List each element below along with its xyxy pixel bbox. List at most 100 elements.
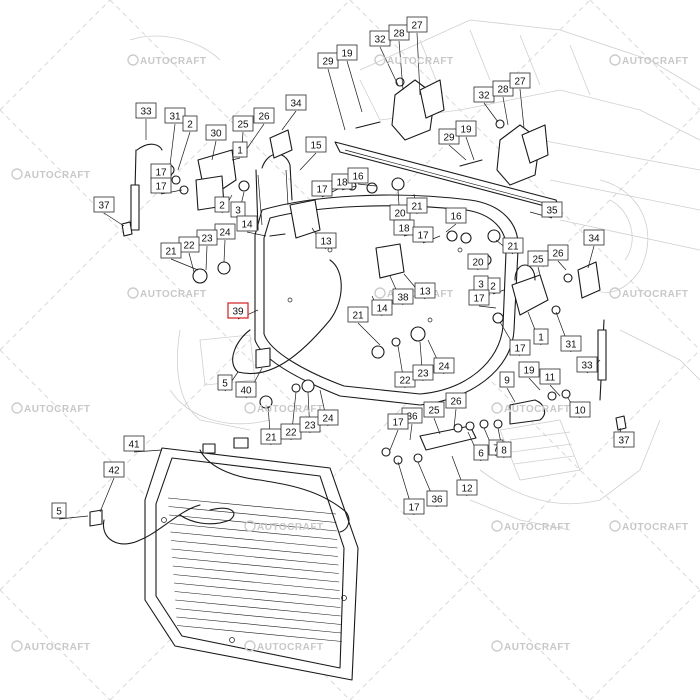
watermark-logo-icon — [244, 520, 256, 532]
leader-line-29 — [448, 144, 467, 161]
callout-19: 19 — [455, 120, 477, 137]
leader-line-17 — [478, 305, 497, 309]
latch-assembly — [289, 199, 549, 451]
leader-line-29 — [327, 68, 346, 131]
callout-label: 5 — [222, 379, 228, 390]
leader-line-37 — [103, 212, 125, 227]
panel-cover-34b — [577, 261, 601, 299]
callout-label: 24 — [322, 414, 334, 425]
watermark: AUTOCRAFT — [244, 402, 323, 415]
watermark: AUTOCRAFT — [11, 402, 90, 415]
callout-label: 23 — [304, 421, 316, 432]
watermark-logo-icon — [374, 287, 386, 299]
callout-label: 28 — [393, 29, 405, 40]
callout-box — [492, 80, 514, 97]
callout-8: 8 — [496, 441, 512, 458]
callout-box — [347, 306, 369, 323]
callout-box — [317, 409, 339, 426]
callout-box — [253, 107, 275, 124]
watermark-text: AUTOCRAFT — [622, 56, 689, 67]
callout-37: 37 — [93, 196, 115, 213]
callout-label: 21 — [165, 247, 177, 258]
callout-box — [406, 16, 428, 33]
callout-box — [103, 461, 125, 478]
callout-label: 34 — [588, 234, 600, 245]
callout-21: 21 — [347, 306, 369, 323]
callout-22: 22 — [280, 423, 302, 440]
heater-line — [170, 531, 338, 549]
callout-label: 17 — [408, 503, 420, 514]
callout-26: 26 — [445, 392, 467, 409]
hinge-top-right — [496, 124, 549, 186]
callout-label: 24 — [438, 362, 450, 373]
callout-label: 30 — [210, 129, 222, 140]
callout-23: 23 — [412, 364, 434, 381]
callout-label: 27 — [411, 21, 423, 32]
callout-42: 42 — [103, 461, 125, 478]
leader-line-32 — [483, 102, 499, 123]
heater-line — [173, 582, 341, 600]
callout-label: 3 — [478, 280, 484, 291]
gas-strut-right — [597, 319, 607, 401]
callout-label: 19 — [523, 366, 535, 377]
watermark-text: AUTOCRAFT — [257, 642, 324, 653]
heater-line — [173, 574, 340, 591]
callout-label: 12 — [461, 484, 473, 495]
callout-label: 32 — [478, 91, 490, 102]
leader-line-19 — [465, 136, 475, 161]
callout-label: 27 — [514, 77, 526, 88]
callout-label: 17 — [392, 418, 404, 429]
callout-box — [317, 52, 339, 69]
watermark: AUTOCRAFT — [244, 520, 323, 533]
callout-16: 16 — [347, 167, 369, 184]
leader-line-11 — [549, 384, 561, 397]
callout-34: 34 — [285, 94, 307, 111]
callout-27: 27 — [509, 72, 531, 89]
callout-label: 33 — [581, 361, 593, 372]
callout-3: 3 — [230, 201, 246, 218]
callout-label: 25 — [237, 120, 249, 131]
callout-box — [51, 502, 67, 519]
leader-line-14 — [246, 231, 267, 237]
callout-label: 37 — [618, 436, 630, 447]
watermark: AUTOCRAFT — [11, 640, 90, 653]
heater-lines — [167, 497, 343, 642]
callout-label: 31 — [169, 112, 181, 123]
callout-box — [150, 177, 172, 194]
callout-label: 18 — [398, 224, 410, 235]
callout-28: 28 — [492, 80, 514, 97]
heater-line — [176, 616, 342, 634]
callout-31: 31 — [164, 107, 186, 124]
callout-box — [285, 94, 307, 111]
watermark: AUTOCRAFT — [127, 54, 206, 67]
leader-line-25 — [537, 266, 541, 276]
leader-line-2 — [177, 131, 191, 171]
leader-line-19 — [528, 377, 541, 391]
callout-label: 11 — [545, 373, 556, 384]
callout-23: 23 — [196, 229, 218, 246]
leader-line-26 — [453, 408, 457, 429]
callout-label: 26 — [258, 112, 270, 123]
callout-label: 39 — [232, 307, 244, 318]
callout-box — [433, 357, 455, 374]
callout-label: 18 — [336, 178, 348, 189]
leader-line-41 — [133, 449, 163, 453]
callout-32: 32 — [473, 86, 495, 103]
leader-line-31 — [169, 123, 176, 166]
callout-label: 26 — [450, 397, 462, 408]
heater-line — [169, 514, 337, 532]
callout-label: 13 — [320, 237, 332, 248]
callout-label: 23 — [417, 369, 429, 380]
callout-box — [232, 115, 254, 132]
callout-32: 32 — [369, 30, 391, 47]
callout-label: 40 — [240, 386, 252, 397]
callout-box — [456, 479, 478, 496]
callout-28: 28 — [388, 24, 410, 41]
callout-label: 13 — [419, 287, 431, 298]
watermark-text: AUTOCRAFT — [387, 56, 454, 67]
callout-box — [473, 444, 489, 461]
callout-17: 17 — [468, 289, 490, 306]
heater-line — [176, 625, 343, 642]
leader-line-1 — [231, 157, 241, 161]
callout-label: 3 — [235, 206, 241, 217]
